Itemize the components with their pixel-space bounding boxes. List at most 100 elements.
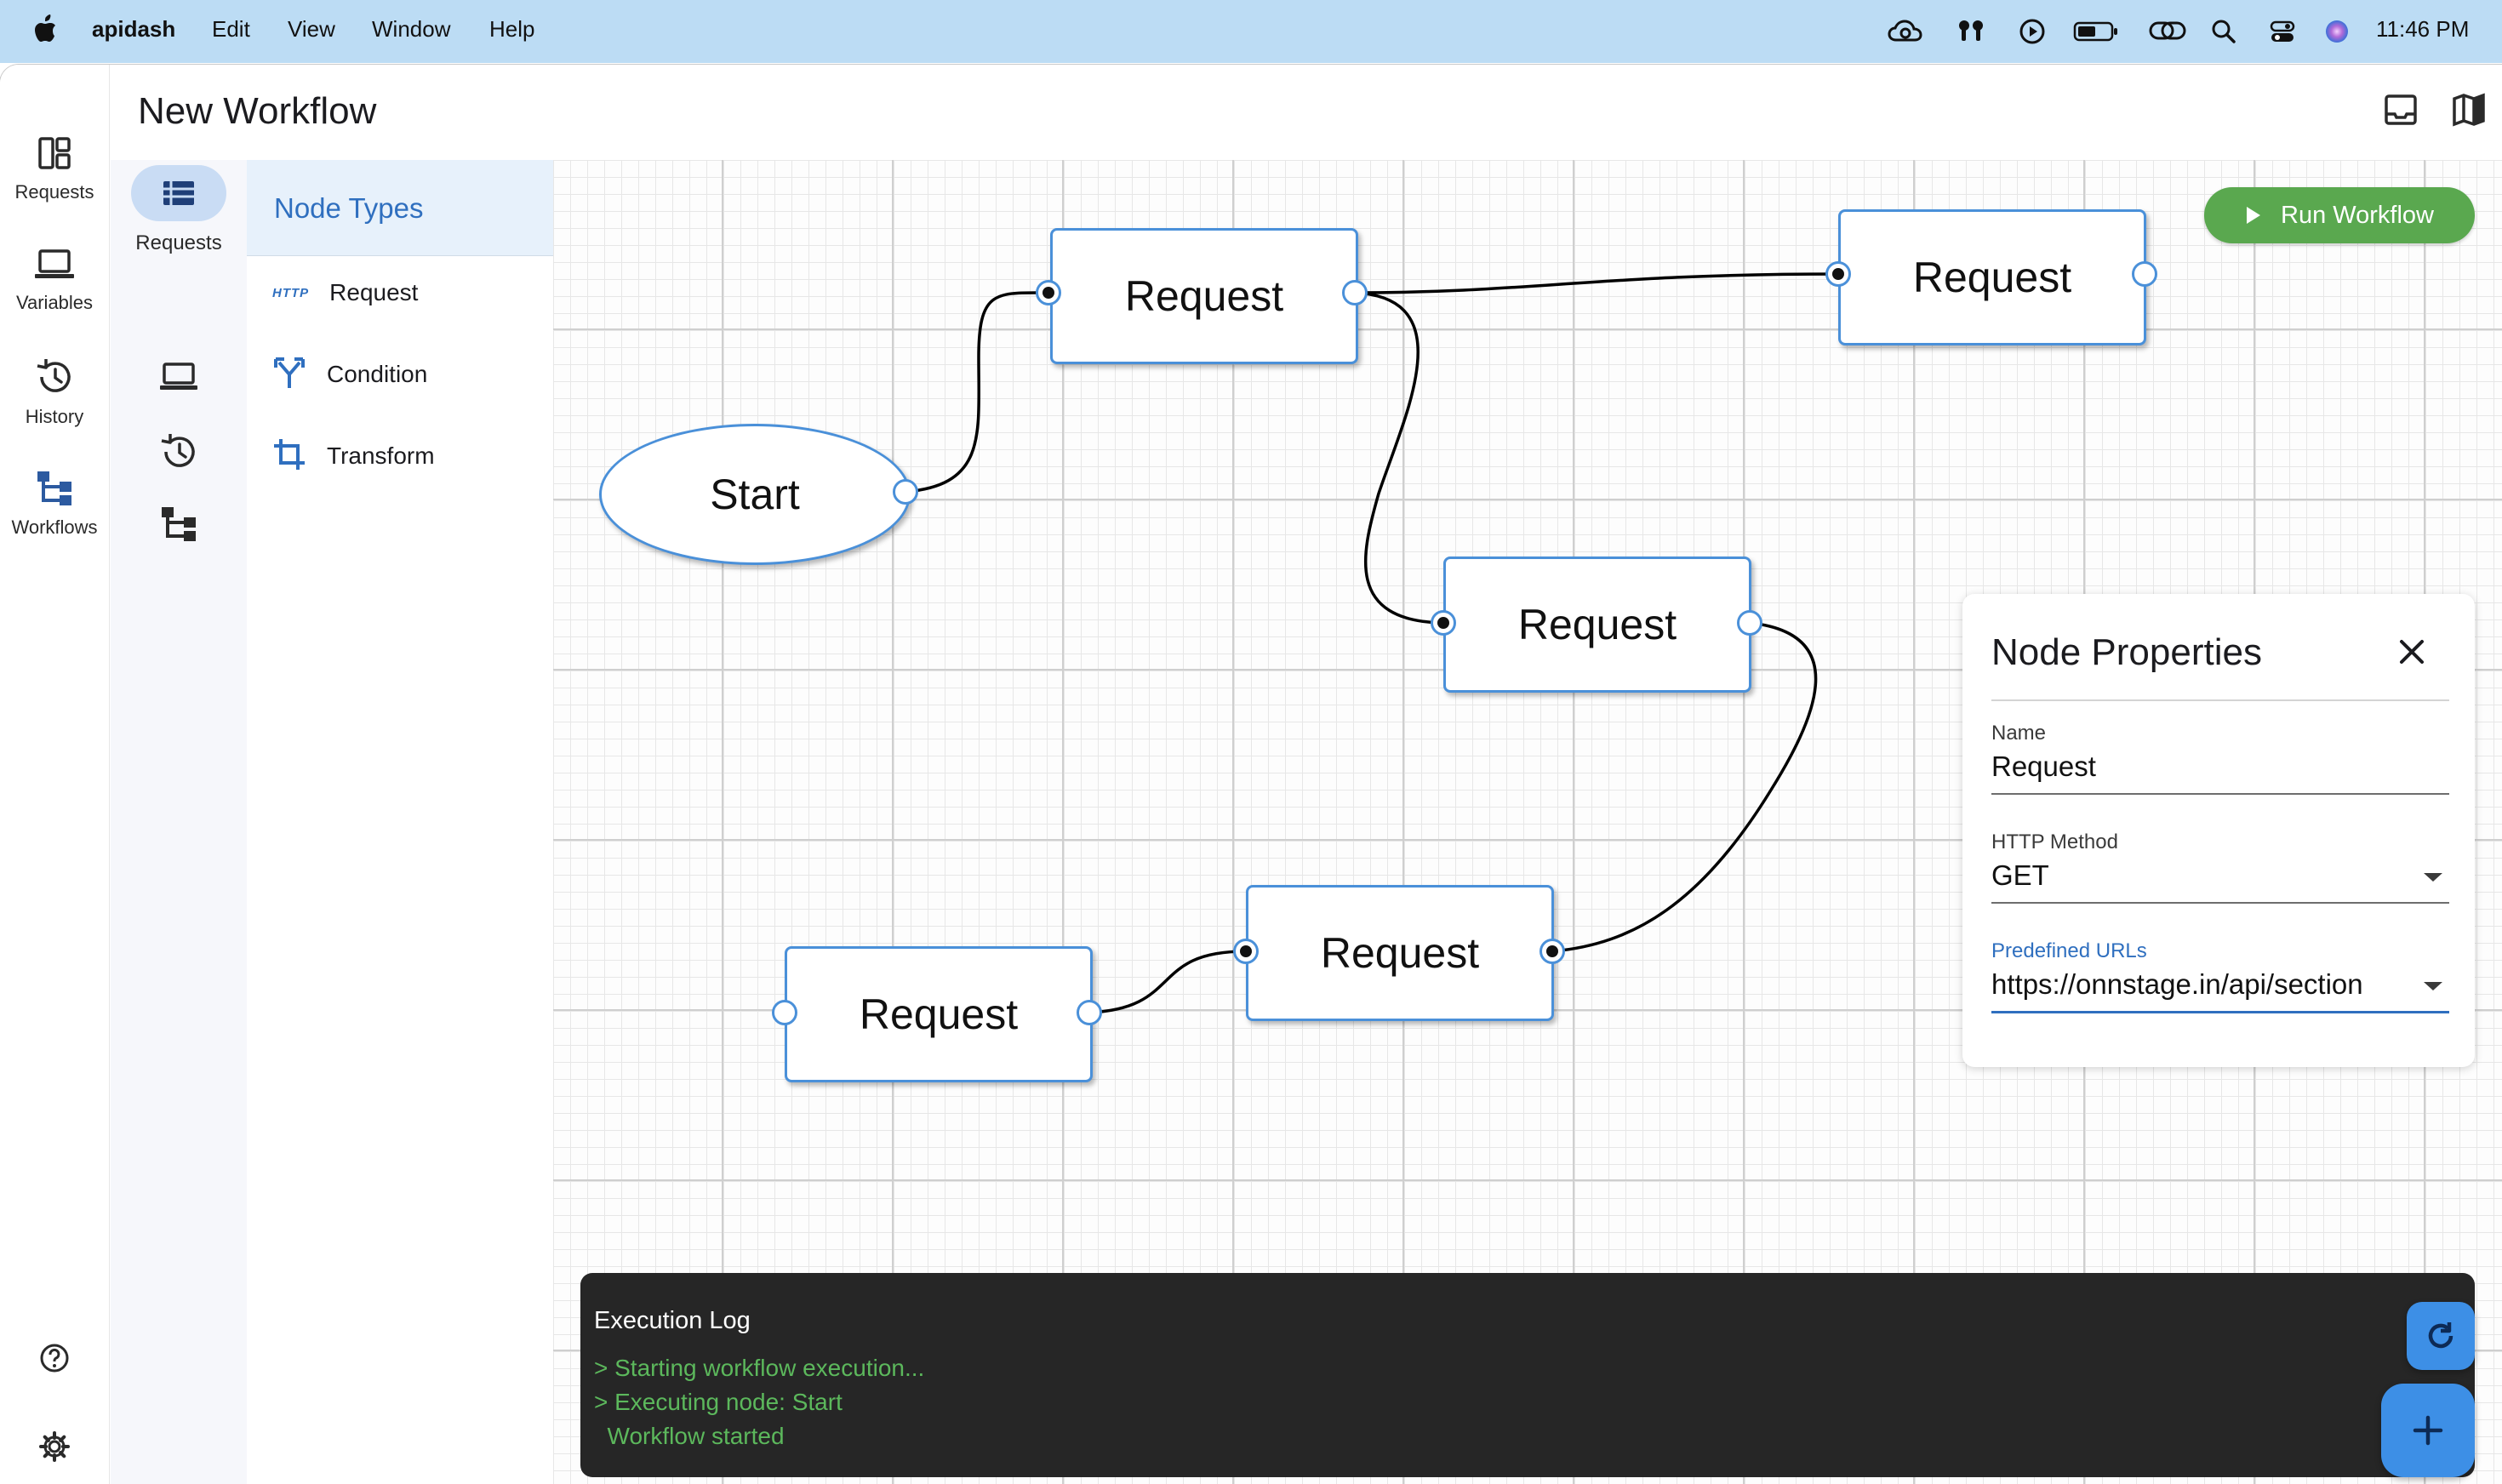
menu-window[interactable]: Window: [372, 16, 451, 42]
list-icon: [131, 165, 226, 221]
request-input-port[interactable]: [1431, 610, 1456, 636]
predefined-urls-select[interactable]: https://onnstage.in/api/section: [1991, 968, 2363, 1000]
history-icon: [35, 359, 74, 400]
request-output-port[interactable]: [1077, 1000, 1102, 1025]
request-input-port[interactable]: [1233, 939, 1259, 964]
request-node[interactable]: Request: [1838, 209, 2146, 345]
workflow-sub-rail: Requests: [111, 160, 247, 1484]
request-output-port[interactable]: [2132, 261, 2157, 287]
request-input-port[interactable]: [1036, 280, 1061, 305]
request-node-label: Request: [1320, 929, 1480, 977]
page-title: New Workflow: [138, 90, 377, 132]
settings-gear-icon[interactable]: [37, 1430, 71, 1468]
menu-app-name[interactable]: apidash: [92, 16, 176, 42]
laptop-icon: [157, 362, 200, 398]
log-line: > Starting workflow execution...: [594, 1355, 925, 1381]
workflow-icon: [35, 471, 74, 511]
menu-edit[interactable]: Edit: [212, 16, 250, 42]
map-icon[interactable]: [2451, 92, 2487, 132]
subrail-item-environment[interactable]: [111, 359, 247, 399]
subrail-item-workflows[interactable]: [111, 504, 247, 547]
rail-item-label: History: [25, 406, 84, 427]
plus-icon: [2412, 1414, 2444, 1447]
control-center-icon[interactable]: [2269, 0, 2296, 63]
name-field-underline: [1991, 793, 2449, 795]
history-icon: [159, 434, 198, 475]
node-type-label: Condition: [327, 361, 428, 387]
node-type-label: Transform: [327, 442, 435, 469]
start-node[interactable]: Start: [599, 424, 911, 565]
airpods-icon[interactable]: [1956, 0, 1986, 63]
request-node[interactable]: Request: [1246, 885, 1554, 1021]
request-output-port[interactable]: [1342, 280, 1368, 305]
request-input-port[interactable]: [772, 1000, 797, 1025]
execution-log-panel: Execution Log > Starting workflow execut…: [580, 1273, 2475, 1477]
run-workflow-button[interactable]: Run Workflow: [2204, 187, 2475, 243]
subrail-item-history[interactable]: [111, 432, 247, 476]
divider: [1991, 699, 2449, 701]
node-type-request[interactable]: HTTP Request: [272, 267, 418, 318]
node-types-panel: Node Types HTTP Request Condition Transf…: [247, 160, 553, 1484]
add-node-button[interactable]: [2381, 1384, 2475, 1477]
request-node-label: Request: [1517, 601, 1677, 648]
refresh-icon: [2424, 1319, 2458, 1353]
rail-item-workflows[interactable]: Workflows: [0, 468, 109, 539]
request-output-port[interactable]: [1539, 939, 1565, 964]
node-type-condition[interactable]: Condition: [272, 349, 427, 400]
workflow-icon: [159, 507, 198, 546]
menu-view[interactable]: View: [288, 16, 335, 42]
laptop-icon: [33, 249, 76, 286]
node-properties-panel: Node Properties Name Request HTTP Method…: [1962, 594, 2475, 1067]
close-icon[interactable]: [2396, 636, 2427, 671]
clock[interactable]: 11:46 PM: [2376, 16, 2470, 42]
rail-item-requests[interactable]: Requests: [0, 134, 109, 203]
request-node-label: Request: [1912, 254, 2072, 301]
properties-title: Node Properties: [1991, 631, 2262, 673]
name-field[interactable]: Request: [1991, 751, 2096, 782]
menu-bar: apidash Edit View Window Help 11:46 PM: [0, 0, 2502, 63]
screen-mirroring-icon[interactable]: [2148, 0, 2187, 63]
run-workflow-label: Run Workflow: [2281, 201, 2434, 229]
creative-cloud-icon[interactable]: [1888, 0, 1923, 63]
rail-item-label: Requests: [14, 181, 94, 203]
inbox-icon[interactable]: [2383, 92, 2419, 132]
rail-item-history[interactable]: History: [0, 357, 109, 428]
help-icon[interactable]: [37, 1341, 71, 1379]
request-node[interactable]: Request: [1050, 228, 1358, 364]
rail-item-variables[interactable]: Variables: [0, 245, 109, 314]
http-method-label: HTTP Method: [1991, 830, 2118, 853]
play-icon: [2245, 205, 2262, 225]
workflow-canvas[interactable]: [553, 160, 2502, 1484]
request-node[interactable]: Request: [1443, 556, 1751, 693]
request-node-label: Request: [859, 990, 1019, 1038]
predefined-urls-label: Predefined URLs: [1991, 939, 2147, 962]
subrail-label: Requests: [135, 231, 222, 254]
log-line: Workflow started: [594, 1423, 785, 1449]
subrail-item-requests[interactable]: Requests: [111, 160, 247, 255]
request-input-port[interactable]: [1825, 261, 1851, 287]
play-icon[interactable]: [2019, 0, 2046, 63]
siri-icon[interactable]: [2323, 0, 2351, 63]
http-method-underline: [1991, 902, 2449, 904]
dropdown-arrow-icon[interactable]: [2422, 980, 2444, 996]
request-output-port[interactable]: [1737, 610, 1762, 636]
node-type-label: Request: [329, 279, 419, 305]
http-badge-icon: HTTP: [272, 285, 310, 300]
spotlight-search-icon[interactable]: [2211, 0, 2236, 63]
crop-icon: [272, 437, 306, 476]
apple-icon[interactable]: [34, 14, 61, 52]
battery-icon[interactable]: [2073, 0, 2119, 63]
dropdown-arrow-icon[interactable]: [2422, 871, 2444, 888]
fork-icon: [272, 356, 306, 394]
http-method-select[interactable]: GET: [1991, 859, 2049, 891]
predefined-urls-underline: [1991, 1011, 2449, 1013]
name-field-label: Name: [1991, 722, 2047, 745]
request-node[interactable]: Request: [785, 946, 1093, 1082]
start-output-port[interactable]: [893, 479, 918, 505]
refresh-button[interactable]: [2407, 1302, 2475, 1370]
node-type-transform[interactable]: Transform: [272, 431, 435, 482]
execution-log-title: Execution Log: [594, 1307, 751, 1334]
rail-item-label: Workflows: [11, 517, 98, 538]
menu-help[interactable]: Help: [489, 16, 535, 42]
dashboard-icon: [36, 137, 73, 175]
